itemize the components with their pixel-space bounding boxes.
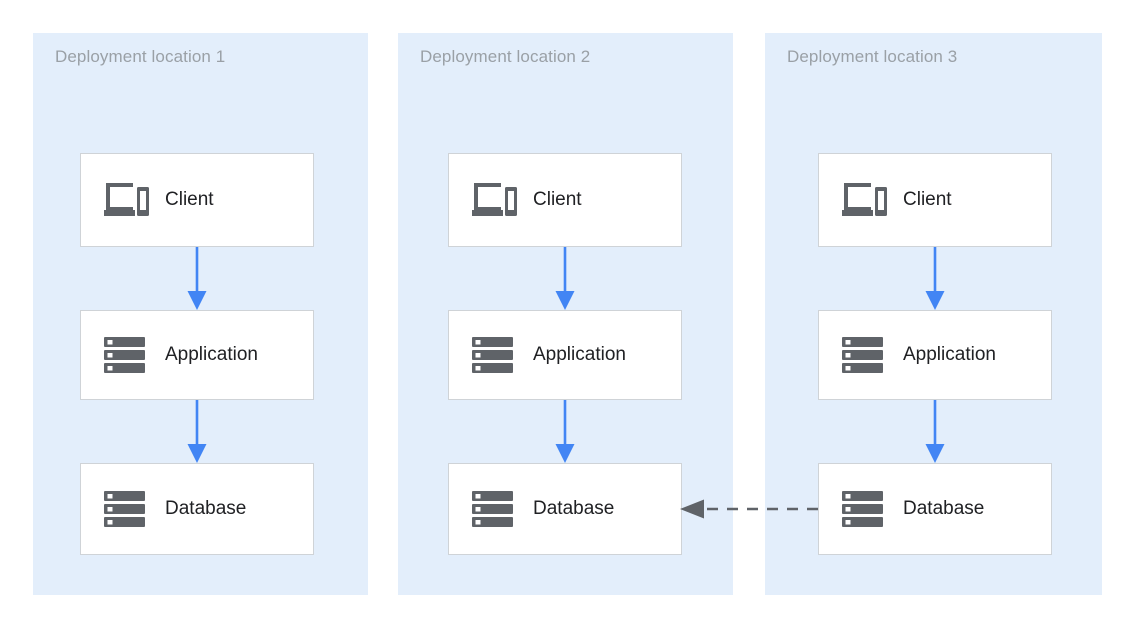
node-label: Database <box>165 498 247 519</box>
devices-icon <box>104 183 149 216</box>
node-label: Client <box>903 189 952 210</box>
node-label: Database <box>533 498 615 519</box>
server-icon <box>472 491 513 527</box>
zone-title-1: Deployment location 1 <box>55 47 226 66</box>
server-icon <box>842 337 883 373</box>
zone-title-2: Deployment location 2 <box>420 47 591 66</box>
connector-client2-to-application2 <box>548 247 582 310</box>
node-client-2[interactable]: Client <box>448 153 682 247</box>
node-label: Client <box>533 189 582 210</box>
zone-title-3: Deployment location 3 <box>787 47 958 66</box>
devices-icon <box>472 183 517 216</box>
server-icon <box>842 491 883 527</box>
node-database-1[interactable]: Database <box>80 463 314 555</box>
node-label: Application <box>533 344 626 365</box>
node-client-3[interactable]: Client <box>818 153 1052 247</box>
node-label: Application <box>165 344 258 365</box>
server-icon <box>472 337 513 373</box>
connector-application3-to-database3 <box>918 400 952 463</box>
connector-application2-to-database2 <box>548 400 582 463</box>
connector-database3-to-database2-replication <box>680 496 820 522</box>
node-label: Application <box>903 344 996 365</box>
server-icon <box>104 337 145 373</box>
node-application-1[interactable]: Application <box>80 310 314 400</box>
connector-application1-to-database1 <box>180 400 214 463</box>
node-label: Database <box>903 498 985 519</box>
node-application-3[interactable]: Application <box>818 310 1052 400</box>
connector-client1-to-application1 <box>180 247 214 310</box>
node-label: Client <box>165 189 214 210</box>
connector-client3-to-application3 <box>918 247 952 310</box>
server-icon <box>104 491 145 527</box>
node-database-2[interactable]: Database <box>448 463 682 555</box>
node-application-2[interactable]: Application <box>448 310 682 400</box>
devices-icon <box>842 183 887 216</box>
node-database-3[interactable]: Database <box>818 463 1052 555</box>
node-client-1[interactable]: Client <box>80 153 314 247</box>
